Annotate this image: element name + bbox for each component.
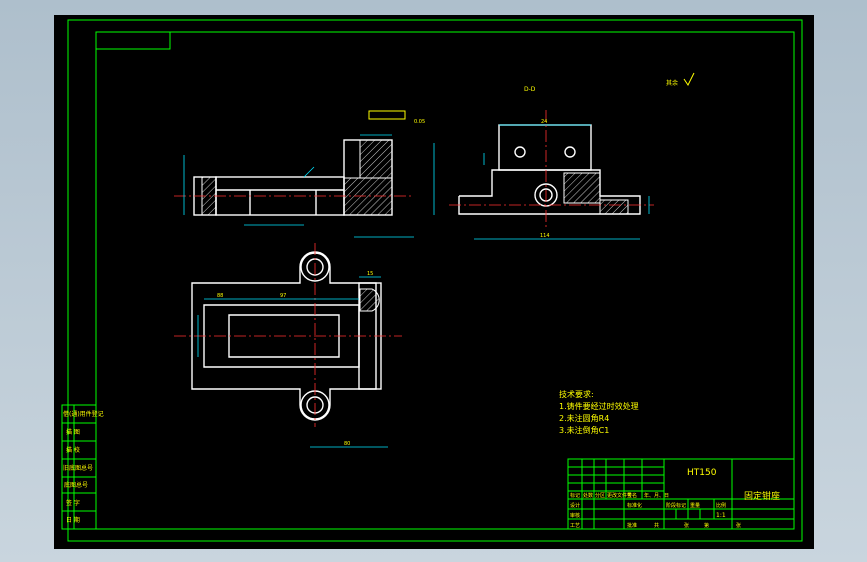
tech-heading: 技术要求: (559, 389, 594, 399)
dim-114: 114 (540, 233, 550, 239)
scale: 1:1 (716, 512, 726, 519)
code-box (95, 31, 171, 50)
view-front-right: D-D 其余 24 114 (449, 72, 695, 240)
side-row-5: 底图总号 (64, 481, 88, 489)
tb-cell-14: 批准 (627, 522, 637, 529)
roughness-note: 其余 (666, 79, 678, 87)
dim-88: 88 (217, 293, 223, 299)
dim-24: 24 (541, 119, 547, 125)
section-label: D-D (524, 86, 536, 93)
material: HT150 (687, 468, 717, 478)
tb-cell-17: 第 (704, 522, 709, 529)
sheet-inner-border (95, 31, 795, 530)
tb-cell-15: 共 (654, 522, 659, 529)
tb-cell-1: 标记 (570, 492, 580, 499)
tb-cell-18: 张 (736, 522, 741, 529)
dim-80: 80 (344, 441, 350, 447)
side-row-7: 日 期 (66, 516, 80, 524)
tb-cell-9: 阶段标记 (666, 502, 686, 509)
sheet-outer-border (67, 19, 803, 542)
tb-cell-7: 设计 (570, 502, 580, 509)
side-table: 借(通)用件登记 描 图 描 校 旧底图总号 底图总号 签 字 日 期 (61, 404, 104, 530)
tb-cell-3: 分区 (595, 492, 605, 499)
tb-cell-16: 张 (684, 522, 689, 529)
svg-text:0.05: 0.05 (414, 119, 425, 125)
part-name: 固定钳座 (744, 490, 780, 502)
view-plan: 97 80 88 15 (174, 243, 402, 448)
cad-viewport[interactable]: 0.05 D-D 其余 24 114 (54, 15, 814, 549)
tb-cell-12: 审核 (570, 512, 580, 519)
side-row-4: 旧底图总号 (63, 464, 93, 472)
dim-97: 97 (280, 293, 286, 299)
view-section-left: 0.05 (174, 110, 435, 238)
side-row-2: 描 图 (66, 428, 80, 436)
tb-cell-5: 签名 (627, 492, 637, 499)
tb-cell-8: 标准化 (627, 502, 642, 509)
title-block: HT150 固定钳座 1:1 标记 处数 分区 更改文件号 签名 年、月、日 设… (567, 458, 795, 530)
side-row-3: 描 校 (66, 446, 80, 454)
tb-cell-2: 处数 (583, 492, 593, 499)
side-row-1: 借(通)用件登记 (63, 410, 104, 418)
drawing-canvas: 0.05 D-D 其余 24 114 (61, 19, 803, 542)
tb-cell-10: 重量 (690, 502, 700, 509)
side-row-6: 签 字 (66, 499, 80, 507)
tech-item-2: 2.未注圆角R4 (559, 413, 609, 423)
tb-cell-6: 年、月、日 (644, 492, 669, 499)
tech-item-3: 3.未注倒角C1 (559, 425, 609, 435)
tb-cell-13: 工艺 (570, 523, 580, 529)
tech-requirements: 技术要求: 1.铸件要经过时效处理 2.未注圆角R4 3.未注倒角C1 (559, 389, 639, 435)
tb-cell-11: 比例 (716, 502, 726, 509)
dim-15: 15 (367, 271, 373, 277)
tech-item-1: 1.铸件要经过时效处理 (559, 401, 639, 411)
tb-cell-4: 更改文件号 (607, 492, 632, 499)
